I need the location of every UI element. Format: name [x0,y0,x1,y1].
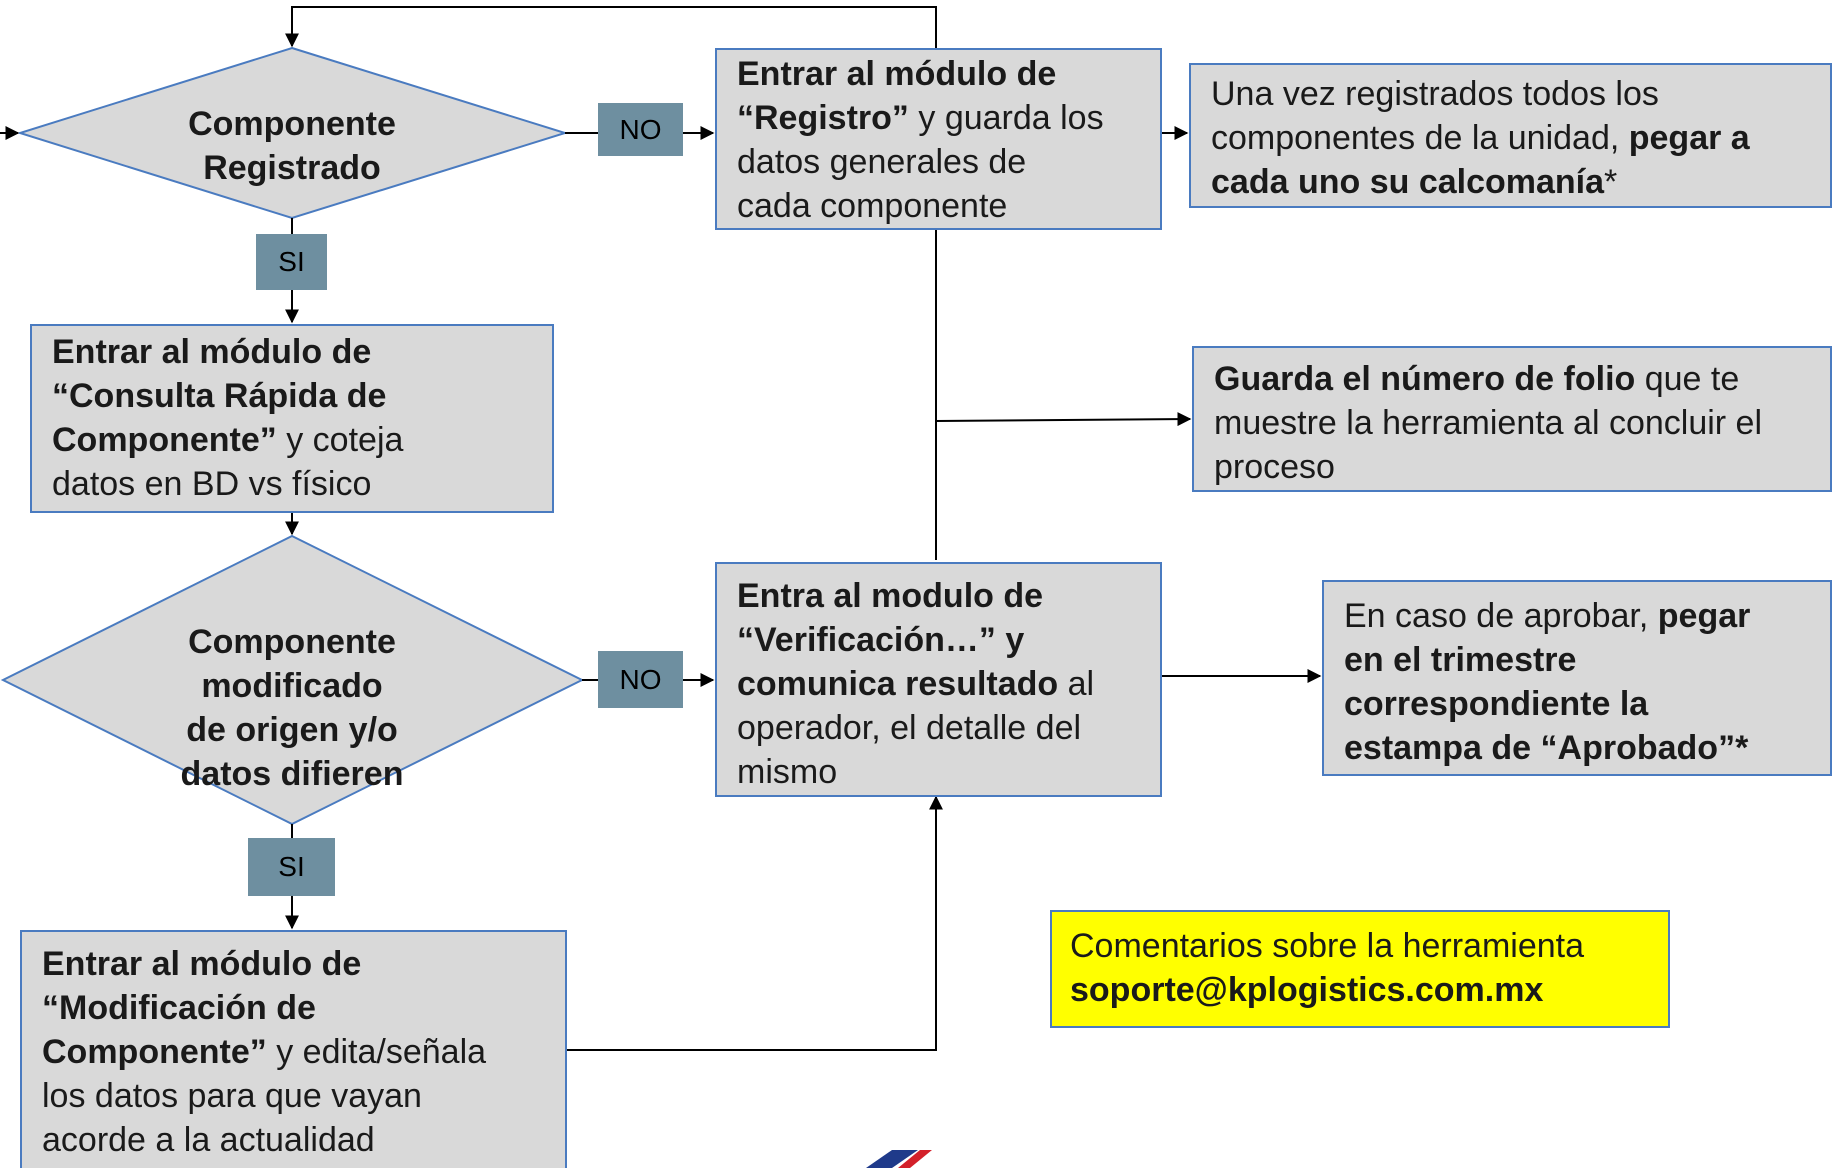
box-consulta: Entrar al módulo de “Consulta Rápida de … [30,324,554,513]
registro-text-4: cada componente [737,187,1008,225]
decision-1-line1: Componente [188,105,396,143]
calcomania-text-1: Una vez registrados todos los [1211,75,1659,113]
support-note: Comentarios sobre la herramienta soporte… [1050,910,1670,1028]
consulta-text-3: y coteja [276,421,404,459]
verificacion-bold-2: “Verificación…” y [737,621,1025,659]
decision-2-line2: modificado [201,667,383,705]
label-si-2: SI [248,838,335,896]
label-no-2: NO [598,651,683,708]
box-folio: Guarda el número de folio que te muestre… [1192,346,1832,492]
decision-2-line1: Componente [188,623,396,661]
arrow-to-folio [935,412,1192,427]
label-si-1: SI [256,234,327,290]
modificacion-bold-3: Componente” [42,1033,267,1071]
box-verificacion: Entra al modulo de “Verificación…” y com… [715,562,1162,797]
folio-bold-1: Guarda el número de folio [1214,360,1636,398]
box-aprobar: En caso de aprobar, pegar en el trimestr… [1322,580,1832,776]
aprobar-bold-1: pegar [1657,597,1751,635]
modificacion-bold-1: Entrar al módulo de [42,945,362,983]
aprobar-bold-2: en el trimestre [1344,641,1577,679]
registro-text-2: y guarda los [908,99,1104,137]
folio-text-1: que te [1635,360,1740,398]
decision-1-line2: Registrado [203,149,381,187]
calcomania-text-3: * [1604,163,1618,201]
registro-bold-1: Entrar al módulo de [737,55,1057,93]
decision-registrado: Componente Registrado [142,102,442,190]
verificacion-text-3: al [1058,665,1095,703]
registro-bold-2: “Registro” [737,99,909,137]
logo [866,1150,932,1168]
verificacion-text-5: mismo [737,753,838,791]
consulta-bold-3: Componente” [52,421,277,459]
note-line1: Comentarios sobre la herramienta [1070,927,1585,965]
aprobar-bold-4: estampa de “Aprobado”* [1344,729,1749,767]
consulta-bold-1: Entrar al módulo de [52,333,372,371]
verificacion-bold-1: Entra al modulo de [737,577,1044,615]
modificacion-text-3: y edita/señala [266,1033,487,1071]
support-email[interactable]: soporte@kplogistics.com.mx [1070,971,1544,1009]
verificacion-bold-3: comunica resultado [737,665,1059,703]
calcomania-bold-3: cada uno su calcomanía [1211,163,1605,201]
aprobar-bold-3: correspondiente la [1344,685,1649,723]
calcomania-text-2: componentes de la unidad, [1211,119,1629,157]
box-registro: Entrar al módulo de “Registro” y guarda … [715,48,1162,230]
calcomania-bold-2: pegar a [1628,119,1750,157]
consulta-bold-2: “Consulta Rápida de [52,377,387,415]
folio-text-3: proceso [1214,448,1335,486]
decision-2-line4: datos difieren [180,755,404,793]
aprobar-text-1: En caso de aprobar, [1344,597,1658,635]
modificacion-bold-2: “Modificación de [42,989,316,1027]
folio-text-2: muestre la herramienta al concluir el [1214,404,1763,442]
modificacion-text-4: los datos para que vayan [42,1077,422,1115]
registro-text-3: datos generales de [737,143,1027,181]
decision-modificado: Componente modificado de origen y/o dato… [142,620,442,796]
label-no-1: NO [598,103,683,156]
box-calcomania: Una vez registrados todos los componente… [1189,63,1832,208]
arrow-modificacion-to-verificacion [567,795,943,1051]
box-modificacion: Entrar al módulo de “Modificación de Com… [20,930,567,1168]
consulta-text-4: datos en BD vs físico [52,465,372,503]
modificacion-text-5: acorde a la actualidad [42,1121,375,1159]
decision-2-line3: de origen y/o [186,711,398,749]
verificacion-text-4: operador, el detalle del [737,709,1082,747]
